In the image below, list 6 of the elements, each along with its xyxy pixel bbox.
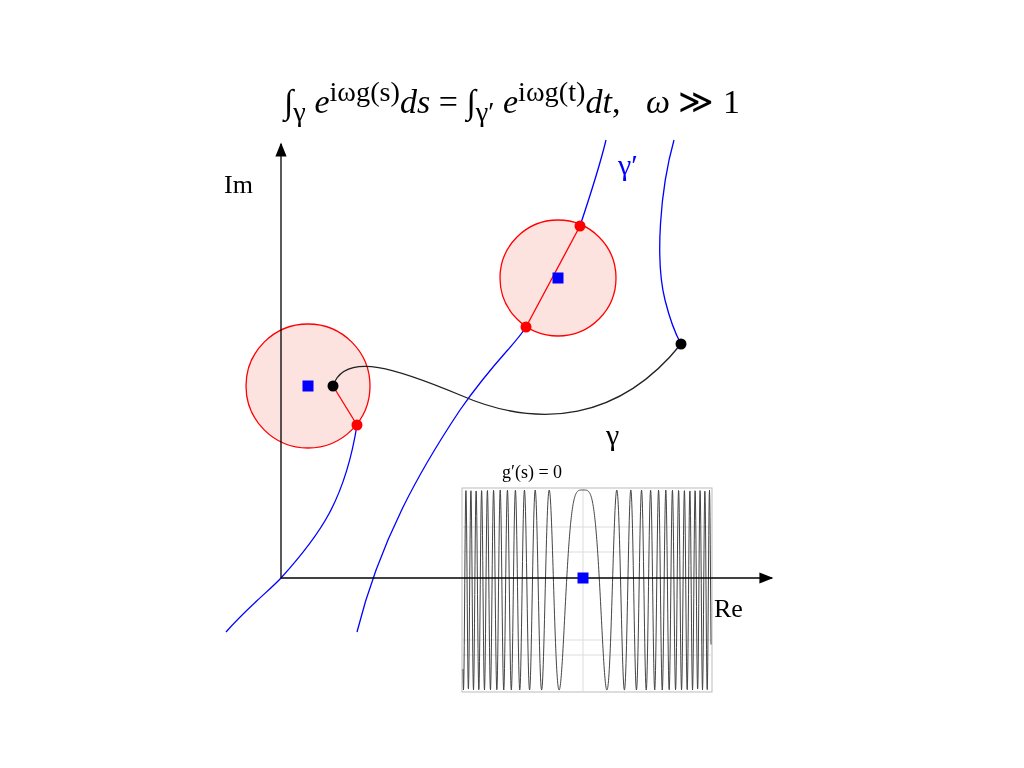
axis-label: Im bbox=[224, 172, 253, 198]
contour-label: γ′ bbox=[618, 150, 638, 180]
plot-title: g′(s) = 0 bbox=[502, 463, 563, 481]
formula-heading: ∫$_{γ}$ e$^{iωg(s)}$ds = ∫$_{γ′}$ e$^{iωg(t)}$dt, ω ≫ 1 bbox=[281, 78, 741, 127]
axis-label: Re bbox=[714, 596, 743, 622]
contour-label: γ bbox=[606, 420, 620, 450]
